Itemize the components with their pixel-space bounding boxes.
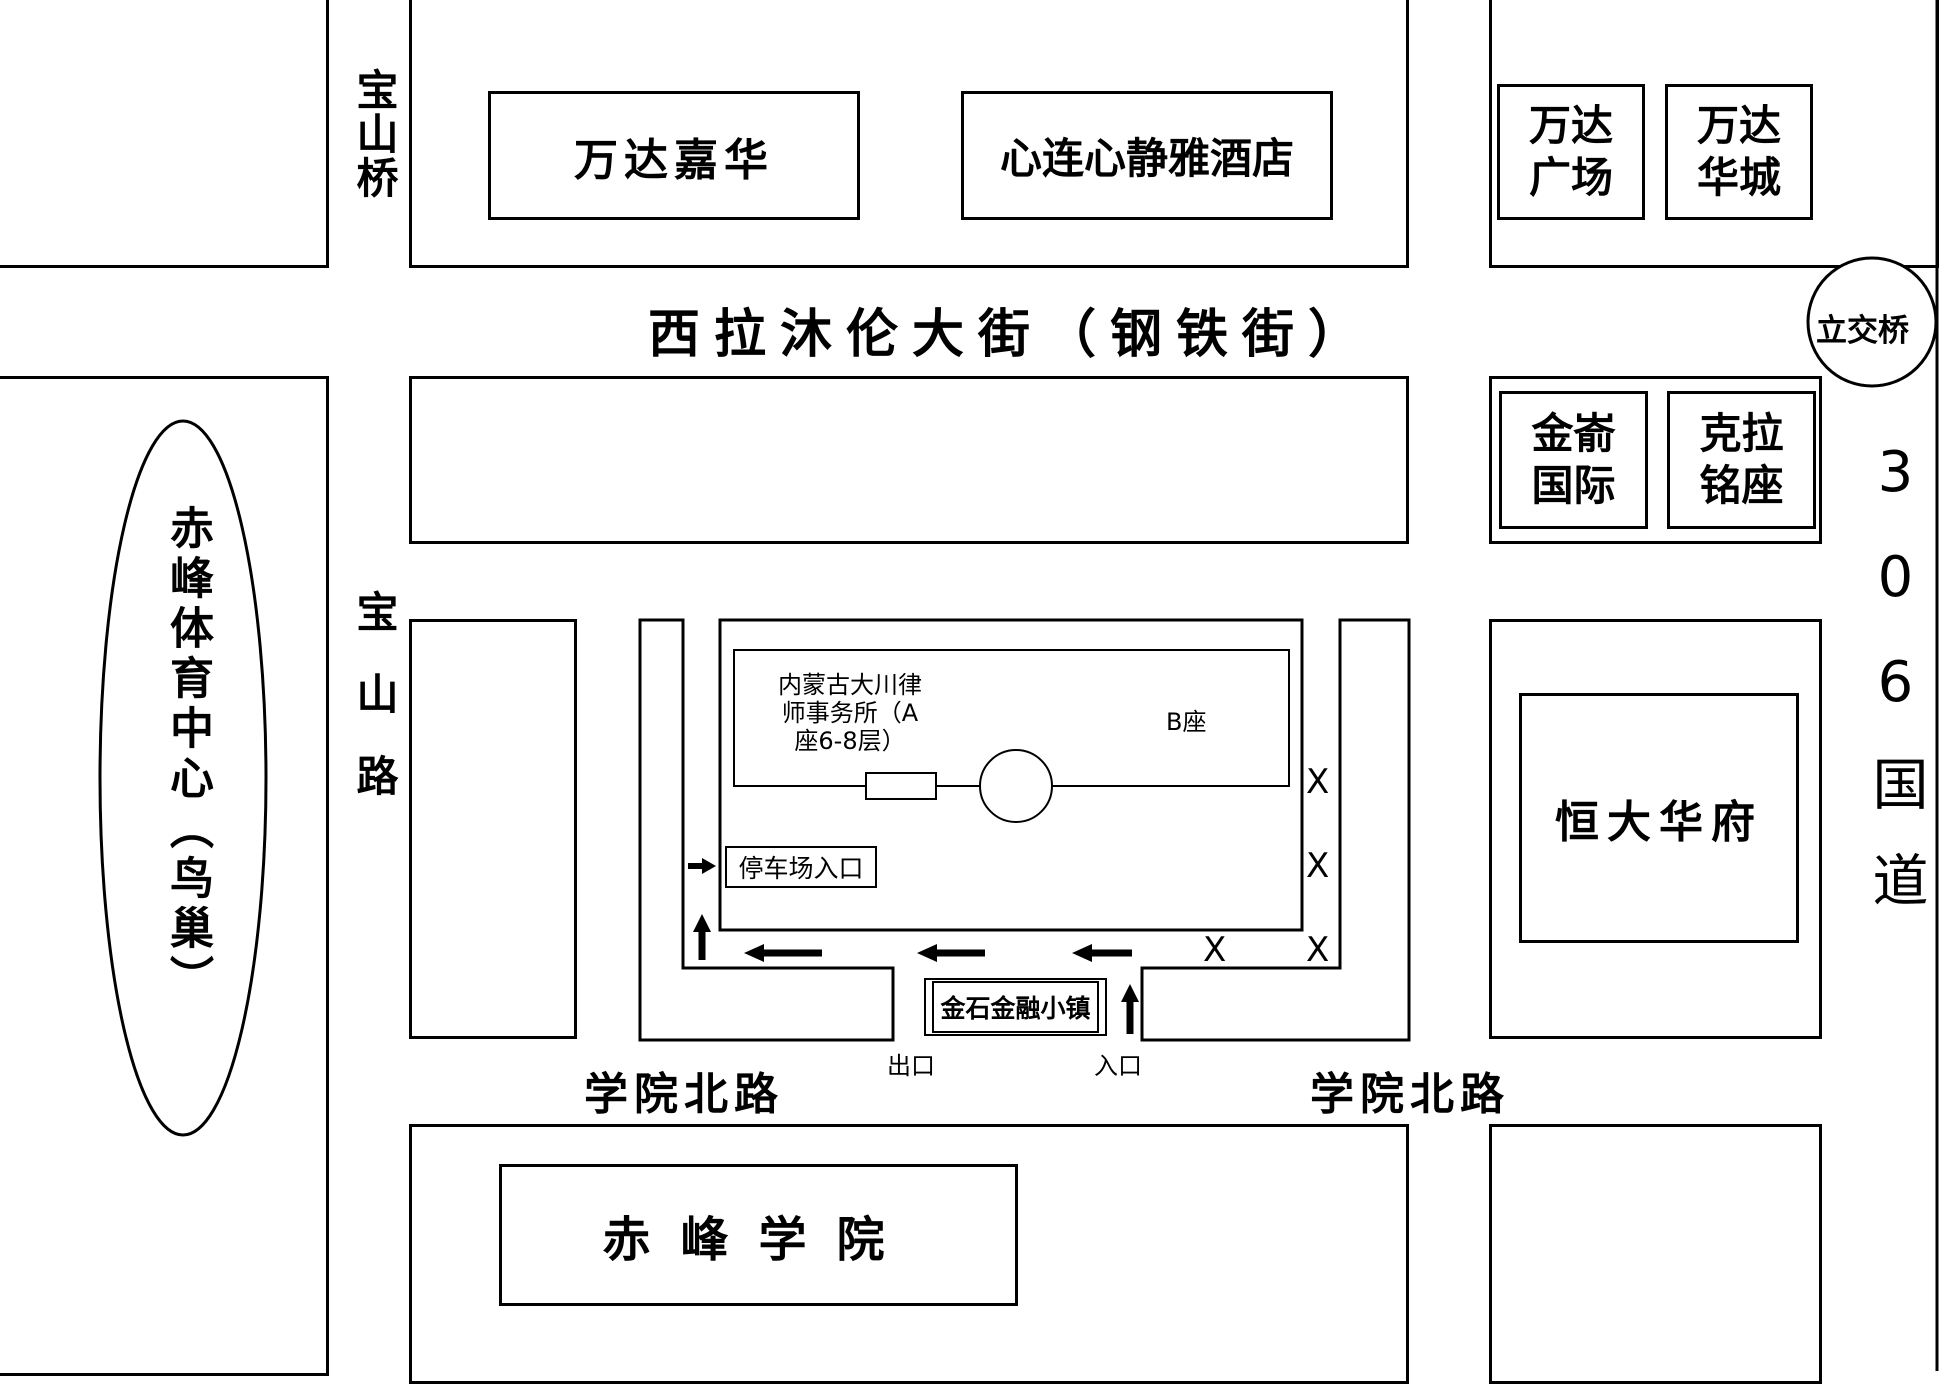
building-xinlianxin-hotel: 心连心静雅酒店 [961,91,1333,220]
block-middle-strip [409,376,1409,544]
atrium-circle [979,749,1053,823]
parking-entrance-text: 停车场入口 [738,854,864,883]
xueyuan-north-road-left-label: 学院北路 [584,1069,784,1120]
building-kela-mingzuo: 克拉铭座 [1667,391,1816,529]
block-top-left [0,0,329,268]
finance-town-inner: 金石金融小镇 [932,981,1099,1033]
building-jinyu-intl: 金嵛国际 [1499,391,1648,529]
entrance-label: 入口 [1094,1052,1142,1080]
building-label: 万达华城 [1696,100,1781,203]
baoshan-road-label: 宝山路 [350,590,399,836]
arrow-right-icon [688,858,716,874]
overpass-circle [1806,256,1938,388]
sports-center-label: 赤峰体育中心（鸟巢） [162,505,213,1005]
x-blocked-icon: X [1306,930,1330,970]
building-label: 克拉铭座 [1699,408,1784,511]
highway-306-label: 306国道 [1863,440,1928,947]
finance-town-label: 金石金融小镇 [924,978,1107,1036]
arrow-up-icon [693,914,711,960]
overpass-label: 立交桥 [1816,313,1909,349]
exit-label: 出口 [887,1052,935,1080]
arrow-left-icon [917,944,985,962]
x-blocked-icon: X [1306,846,1330,886]
x-blocked-icon: X [1306,762,1330,802]
b-building-label: B座 [1166,708,1207,736]
arrow-left-icon [1072,944,1132,962]
arrow-up-icon [1121,984,1139,1034]
building-label: 恒大华府 [1555,797,1763,848]
parking-entrance-label: 停车场入口 [725,846,877,888]
block-bottom-right [1489,1124,1822,1384]
x-blocked-icon: X [1203,930,1227,970]
building-chifeng-college: 赤峰学院 [499,1164,1018,1306]
building-hengda-huafu: 恒大华府 [1519,693,1799,943]
law-firm-label: 内蒙古大川律师事务所（A座6-8层） [778,671,922,755]
building-wanda-jiahua: 万达嘉华 [488,91,860,220]
building-wanda-plaza: 万达广场 [1497,84,1645,220]
building-label: 心连心静雅酒店 [999,134,1294,183]
building-wanda-huacheng: 万达华城 [1665,84,1813,220]
corridor-rect [865,772,937,800]
baoshan-bridge-label: 宝山桥 [350,68,399,200]
building-label: 赤峰学院 [602,1212,915,1268]
building-label: 金嵛国际 [1531,408,1616,511]
finance-town-text: 金石金融小镇 [940,994,1091,1023]
arrow-left-icon [744,944,822,962]
xueyuan-north-road-right-label: 学院北路 [1310,1069,1510,1120]
sports-center-ellipse [98,419,268,1137]
building-label: 万达广场 [1528,100,1613,203]
building-label: 万达嘉华 [574,134,774,186]
main-street-label: 西拉沐伦大街（钢铁街） [648,304,1375,365]
block-left-narrow [409,619,577,1039]
